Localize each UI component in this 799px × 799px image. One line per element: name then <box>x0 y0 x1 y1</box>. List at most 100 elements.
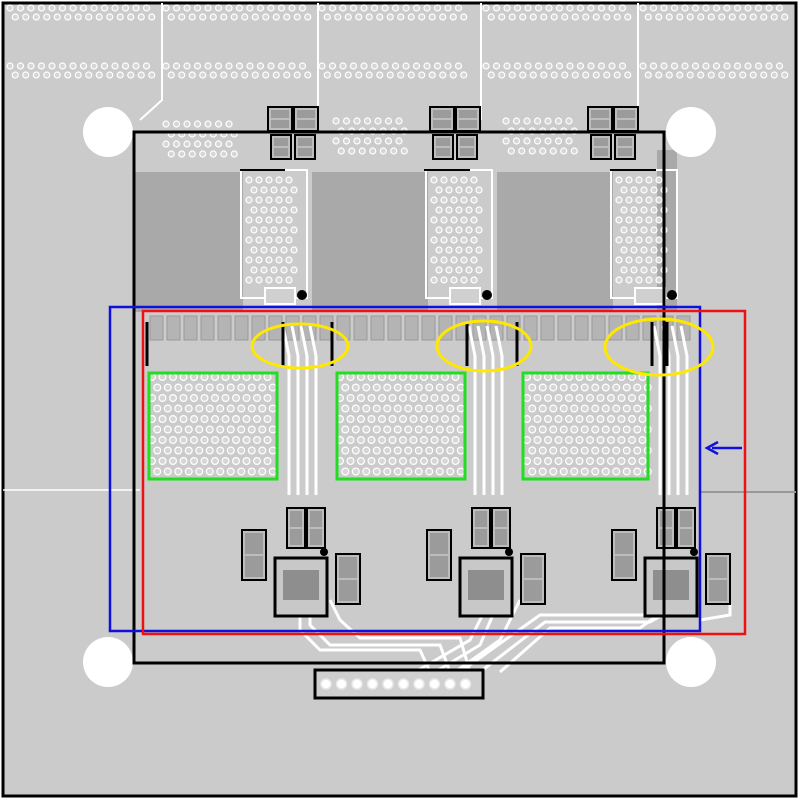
via <box>172 62 181 70</box>
via <box>561 71 569 79</box>
via <box>374 117 382 125</box>
via <box>226 383 235 392</box>
via <box>384 117 393 125</box>
via <box>250 186 258 194</box>
via <box>633 467 642 476</box>
via <box>617 457 626 466</box>
via <box>256 4 265 12</box>
via <box>430 373 439 382</box>
via <box>235 4 244 12</box>
via <box>635 256 643 264</box>
via <box>630 186 638 194</box>
via <box>216 425 225 434</box>
via <box>445 266 453 274</box>
via <box>640 206 648 214</box>
via <box>615 216 623 224</box>
via <box>367 436 376 445</box>
via <box>414 446 423 455</box>
via <box>638 457 647 466</box>
pad-strip <box>353 315 368 341</box>
via <box>686 13 694 21</box>
via <box>630 266 638 274</box>
via <box>245 196 253 204</box>
via <box>591 467 600 476</box>
via <box>214 120 223 128</box>
via <box>230 150 238 158</box>
via <box>571 13 579 21</box>
via <box>697 13 705 21</box>
via <box>451 457 460 466</box>
via <box>362 425 371 434</box>
via <box>195 383 204 392</box>
via <box>153 467 162 476</box>
via <box>393 404 402 413</box>
via <box>460 276 468 284</box>
via <box>253 373 262 382</box>
via <box>211 436 220 445</box>
via <box>627 394 636 403</box>
connector-pin <box>366 678 379 690</box>
pad-strip <box>166 315 181 341</box>
via <box>390 147 398 155</box>
via <box>596 373 605 382</box>
via <box>645 256 653 264</box>
via <box>533 117 542 125</box>
via <box>612 383 621 392</box>
pad-strip <box>234 315 249 341</box>
via <box>420 373 429 382</box>
via <box>162 120 170 128</box>
via <box>560 147 568 155</box>
resistor-pad <box>475 529 487 545</box>
via <box>554 457 563 466</box>
via <box>241 71 249 79</box>
via <box>100 62 109 70</box>
via <box>454 62 463 70</box>
via <box>441 457 450 466</box>
via <box>412 62 421 70</box>
via <box>383 467 392 476</box>
via <box>575 415 584 424</box>
via <box>451 436 460 445</box>
capacitor-pad <box>339 557 357 578</box>
via <box>163 446 172 455</box>
via <box>362 446 371 455</box>
via <box>441 394 450 403</box>
driver-ic-pad <box>653 570 689 600</box>
connector-pin <box>413 678 425 690</box>
via <box>280 186 288 194</box>
via <box>318 62 326 70</box>
mosfet-pad-pad <box>618 148 632 156</box>
via <box>272 13 280 21</box>
via <box>492 4 501 12</box>
via <box>409 373 418 382</box>
via <box>221 394 230 403</box>
via <box>450 276 458 284</box>
via <box>275 236 283 244</box>
via <box>549 425 558 434</box>
via <box>625 276 633 284</box>
via <box>209 13 217 21</box>
via <box>290 246 298 254</box>
resistor-pad <box>310 529 322 545</box>
via <box>412 4 421 12</box>
via <box>414 383 423 392</box>
via <box>449 13 457 21</box>
via <box>564 457 573 466</box>
via <box>640 266 648 274</box>
via <box>596 436 605 445</box>
via <box>258 467 267 476</box>
via <box>606 415 615 424</box>
via <box>285 256 293 264</box>
via <box>16 62 25 70</box>
via <box>624 71 632 79</box>
via <box>363 117 372 125</box>
via <box>334 71 342 79</box>
connector-pin <box>351 678 363 690</box>
via <box>344 71 352 79</box>
via <box>487 13 495 21</box>
via <box>43 71 51 79</box>
via <box>221 415 230 424</box>
via <box>216 467 225 476</box>
mosfet-pad-pad <box>433 110 451 118</box>
via <box>450 216 458 224</box>
